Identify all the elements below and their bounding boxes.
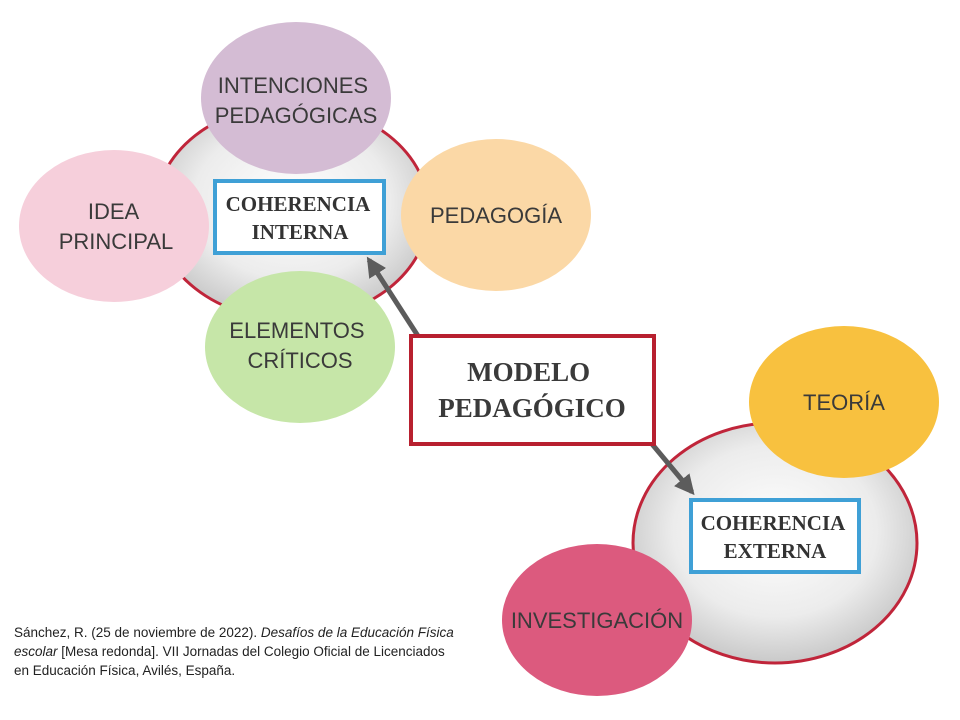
svg-text:ELEMENTOS CRÍTICOS: ELEMENTOS CRÍTICOS	[229, 318, 370, 373]
node-investigacion: INVESTIGACIÓN	[502, 544, 692, 696]
modelo-pedagogico-box: MODELO PEDAGÓGICO	[409, 334, 656, 446]
coherencia-externa-line2: EXTERNA	[724, 539, 828, 563]
arrow-to-coherencia-externa	[650, 442, 695, 496]
coherencia-externa-line1: COHERENCIA	[701, 511, 847, 535]
citation: Sánchez, R. (25 de noviembre de 2022). D…	[14, 623, 454, 680]
svg-text:MODELO PEDAGÓGICO: MODELO PEDAGÓGICO	[438, 357, 626, 423]
node-pedagogia: PEDAGOGÍA	[401, 139, 591, 291]
intenciones-line1: INTENCIONES	[218, 73, 368, 98]
pedagogia-label: PEDAGOGÍA	[430, 203, 562, 228]
coherencia-interna-line1: COHERENCIA	[226, 192, 372, 216]
svg-text:COHERENCIA EXTERNA: COHERENCIA EXTERNA	[701, 511, 850, 563]
citation-part2: [Mesa redonda]. VII Jornadas del Colegio…	[14, 644, 445, 678]
coherencia-interna-line2: INTERNA	[252, 220, 350, 244]
svg-text:COHERENCIA INTERNA: COHERENCIA INTERNA	[226, 192, 375, 244]
svg-text:INTENCIONES PEDAGÓGICAS: INTENCIONES PEDAGÓGICAS	[215, 73, 378, 128]
arrow-to-coherencia-interna	[366, 256, 421, 338]
citation-part1: Sánchez, R. (25 de noviembre de 2022).	[14, 625, 261, 640]
node-idea-principal: IDEA PRINCIPAL	[19, 150, 209, 302]
coherencia-interna-box: COHERENCIA INTERNA	[213, 179, 386, 255]
coherencia-externa-box: COHERENCIA EXTERNA	[689, 498, 861, 574]
elementos-line1: ELEMENTOS	[229, 318, 364, 343]
node-teoria: TEORÍA	[749, 326, 939, 478]
svg-text:IDEA PRINCIPAL: IDEA PRINCIPAL	[59, 199, 174, 254]
elementos-line2: CRÍTICOS	[247, 348, 352, 373]
node-elementos-criticos: ELEMENTOS CRÍTICOS	[205, 271, 395, 423]
idea-line1: IDEA	[88, 199, 140, 224]
intenciones-line2: PEDAGÓGICAS	[215, 103, 378, 128]
node-intenciones-pedagogicas: INTENCIONES PEDAGÓGICAS	[201, 22, 391, 174]
idea-line2: PRINCIPAL	[59, 229, 174, 254]
investigacion-label: INVESTIGACIÓN	[511, 608, 683, 633]
citation-title: Desafíos de la Educación Física escolar	[14, 625, 454, 659]
teoria-label: TEORÍA	[803, 390, 885, 415]
modelo-line1: MODELO	[467, 357, 590, 387]
modelo-line2: PEDAGÓGICO	[438, 393, 626, 423]
